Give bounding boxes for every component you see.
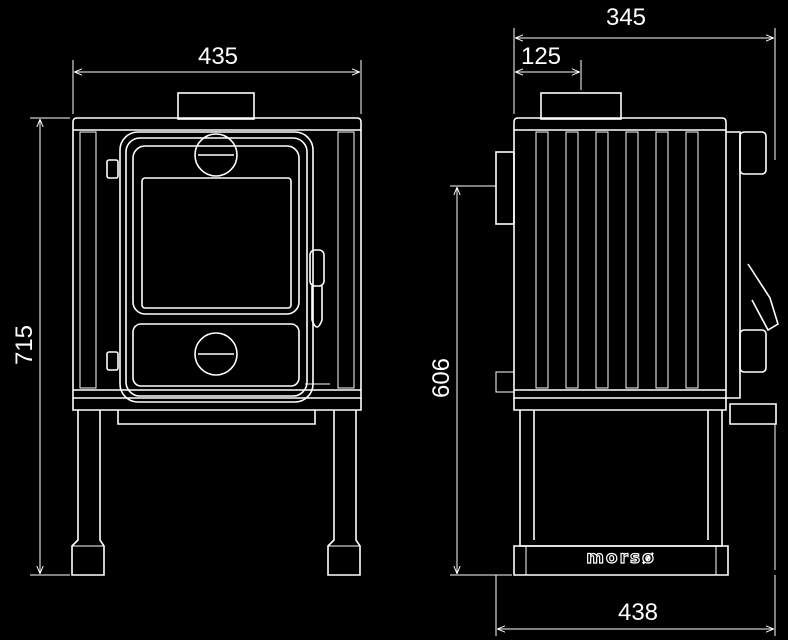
side-bands xyxy=(514,129,726,391)
front-ash-door xyxy=(132,323,300,387)
dimension-lines xyxy=(30,28,776,636)
front-view xyxy=(71,92,362,576)
side-flue-collar xyxy=(540,92,622,120)
side-door-profile xyxy=(726,131,741,399)
side-lower-vent xyxy=(739,329,767,373)
door-handle xyxy=(309,249,325,287)
front-right-rail xyxy=(337,131,355,389)
front-body xyxy=(72,117,362,399)
lower-air-vent xyxy=(194,332,238,376)
front-left-rail xyxy=(79,131,97,389)
dim-front-width: 435 xyxy=(198,43,238,70)
side-view: morsø xyxy=(495,92,779,576)
dim-overall-height: 715 xyxy=(11,325,38,365)
dim-flue-offset: 125 xyxy=(521,43,561,70)
front-right-leg xyxy=(327,410,361,576)
side-leg-frame xyxy=(519,410,723,547)
front-left-leg xyxy=(71,410,105,576)
dim-flue-height: 606 xyxy=(428,358,455,398)
dim-foot-depth: 438 xyxy=(618,599,658,626)
side-leg-inner xyxy=(533,410,709,540)
front-plinth xyxy=(72,398,362,411)
rear-spacer xyxy=(495,371,515,393)
side-foot-ends xyxy=(525,546,717,575)
door-handle-grip xyxy=(311,286,323,328)
front-door-inner xyxy=(125,137,308,397)
front-glass xyxy=(141,177,292,309)
front-flue-collar xyxy=(177,92,255,120)
side-body xyxy=(513,117,727,399)
upper-hinge xyxy=(106,159,119,179)
upper-air-vent xyxy=(194,133,238,177)
lower-hinge xyxy=(106,351,119,371)
side-ribs xyxy=(535,131,699,389)
dim-side-depth: 345 xyxy=(606,4,646,31)
side-ash-lip xyxy=(729,403,777,425)
rear-heat-shield xyxy=(495,151,515,225)
side-plinth xyxy=(513,398,727,411)
side-handle xyxy=(747,263,779,332)
front-door-frame xyxy=(119,131,314,403)
front-glass-frame xyxy=(132,145,300,315)
front-ash-lip xyxy=(117,410,316,425)
side-upper-vent xyxy=(739,131,767,175)
brand-logo: morsø xyxy=(586,548,656,568)
side-foot xyxy=(513,545,729,576)
